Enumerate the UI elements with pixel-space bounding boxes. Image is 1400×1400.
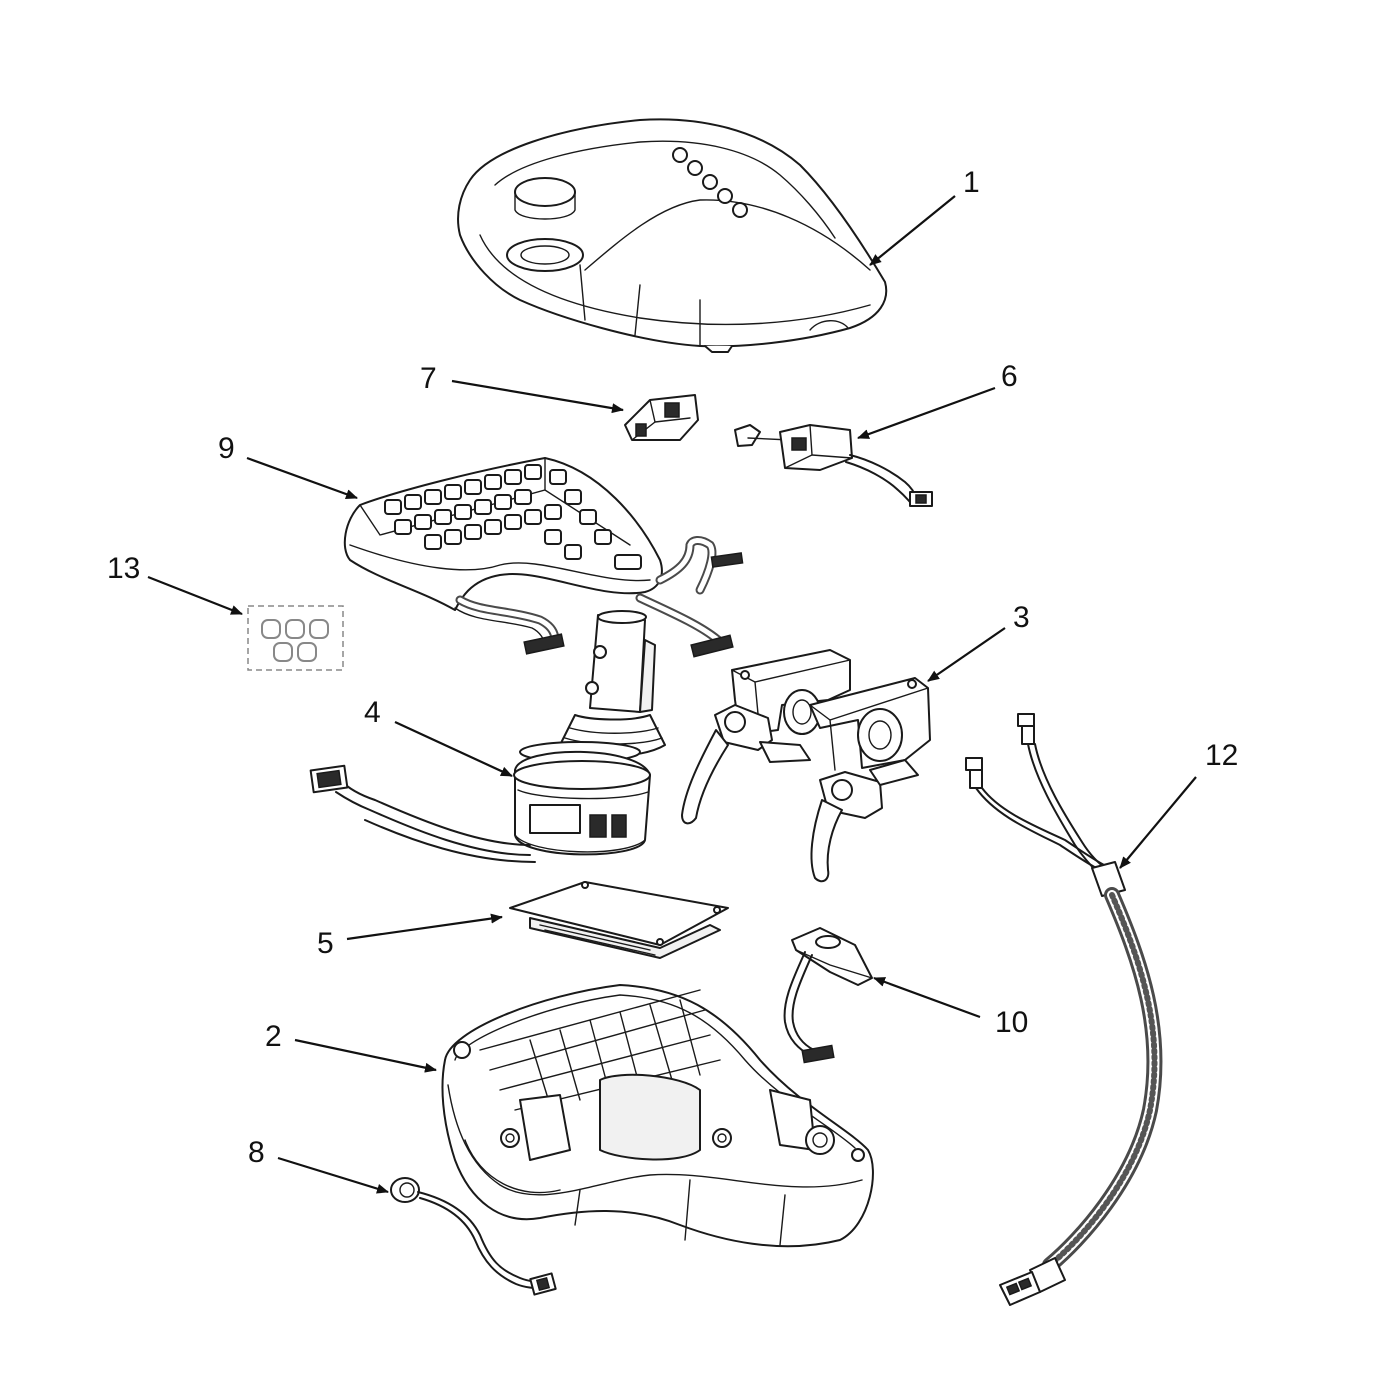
part-4-joystick bbox=[309, 610, 666, 863]
leader-1 bbox=[869, 195, 956, 266]
callout-9: 9 bbox=[218, 432, 235, 465]
callout-10: 10 bbox=[995, 1006, 1028, 1039]
part-8-grommet-with-cable bbox=[390, 1177, 557, 1296]
leader-12 bbox=[1119, 776, 1197, 869]
part-1-top-cover bbox=[457, 118, 888, 353]
part-13-seal-rings bbox=[247, 605, 344, 671]
part-9-keypad-assembly bbox=[343, 457, 744, 658]
part-5-circuit-board bbox=[509, 881, 729, 959]
leader-9 bbox=[246, 456, 358, 500]
callout-12: 12 bbox=[1205, 739, 1238, 772]
leader-2 bbox=[294, 1038, 437, 1073]
callout-3: 3 bbox=[1013, 601, 1030, 634]
callout-1: 1 bbox=[963, 166, 980, 199]
callout-7: 7 bbox=[420, 362, 437, 395]
part-6-switch-with-cable bbox=[734, 424, 933, 507]
leader-10 bbox=[873, 976, 981, 1019]
leader-3 bbox=[927, 627, 1006, 682]
part-10-sensor-with-cable bbox=[783, 927, 873, 1064]
leader-7 bbox=[451, 379, 624, 414]
keypad-keys bbox=[384, 464, 642, 570]
leader-6 bbox=[857, 386, 996, 440]
leader-5 bbox=[346, 913, 503, 941]
part-7-switch bbox=[624, 394, 699, 441]
part-12-y-cable bbox=[965, 713, 1163, 1306]
callout-8: 8 bbox=[248, 1136, 265, 1169]
callout-6: 6 bbox=[1001, 360, 1018, 393]
leader-8 bbox=[277, 1156, 389, 1194]
callout-4: 4 bbox=[364, 696, 381, 729]
callout-numbers: 1 7 6 9 13 3 4 12 5 10 2 8 bbox=[107, 166, 1238, 1169]
callout-2: 2 bbox=[265, 1020, 282, 1053]
leader-13 bbox=[147, 575, 243, 616]
callout-13: 13 bbox=[107, 552, 140, 585]
part-2-bottom-housing bbox=[441, 984, 874, 1248]
part-3-clamp-bracket bbox=[681, 649, 931, 883]
leader-lines bbox=[147, 195, 1197, 1194]
leader-4 bbox=[394, 721, 513, 777]
callout-5: 5 bbox=[317, 927, 334, 960]
